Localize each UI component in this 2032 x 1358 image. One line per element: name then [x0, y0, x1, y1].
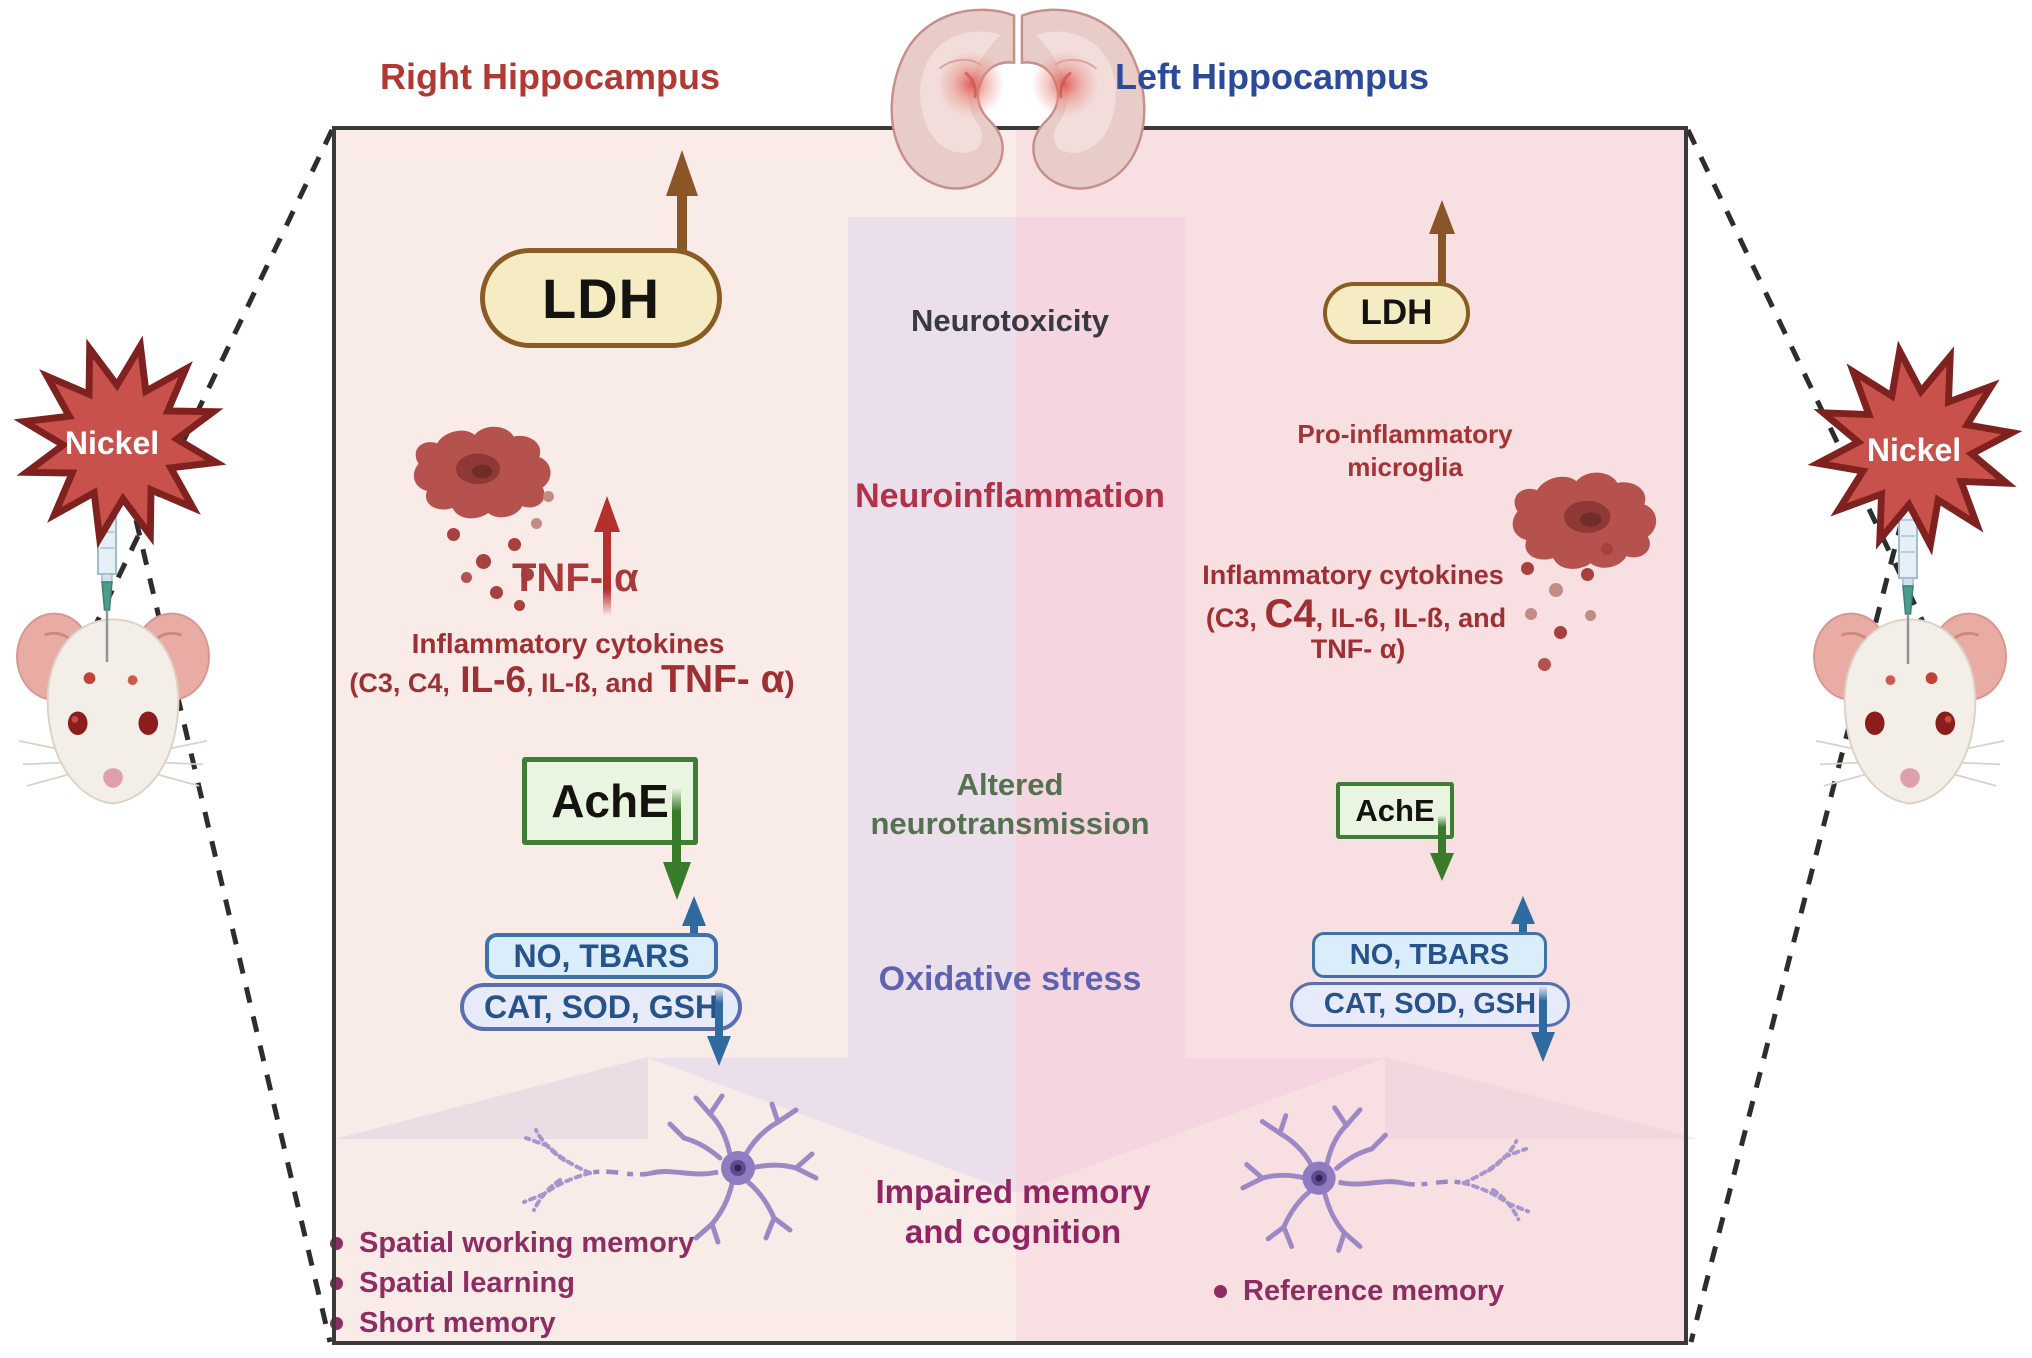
cascade-label-neuroinflammation: Neuroinflammation [855, 477, 1165, 515]
ache-box: AchE [522, 757, 698, 845]
down-arrow-icon [1430, 815, 1454, 881]
cytokine-dot [1585, 610, 1596, 621]
up-arrow-icon [1429, 200, 1455, 330]
cytokine-dot [514, 600, 525, 611]
cytokine-dot [1525, 608, 1537, 620]
mouse-icon [1813, 612, 2007, 805]
cytokine-dot [521, 568, 534, 581]
cytokine-dot [1581, 568, 1594, 581]
list-item: Spatial working memory [330, 1227, 694, 1260]
microglia-icon [413, 426, 551, 519]
cytokine-dot [1601, 543, 1613, 555]
right-hippocampus-title: Right Hippocampus [380, 56, 720, 97]
cytokine-dot [531, 518, 542, 529]
memory-deficit-list: Reference memory [1214, 1275, 1504, 1308]
dashed-line [94, 128, 335, 624]
brain-icon [890, 8, 1146, 190]
cytokines-title: Inflammatory cytokines [411, 628, 725, 659]
neuron-icon [522, 1093, 819, 1245]
cytokines-list: (C3, C4, IL-6, IL-ß, and [1205, 592, 1507, 636]
ldh-pill: LDH [1323, 282, 1470, 344]
cascade-label-altered-neurotransmission: Altered neurotransmission [870, 767, 1150, 841]
cytokine-dot [1554, 626, 1567, 639]
down-arrow-icon [663, 788, 691, 900]
cascade-label-oxidative-stress: Oxidative stress [878, 960, 1142, 998]
mouse-icon [16, 612, 210, 805]
cytokine-dot [476, 554, 491, 569]
bullet-icon [1214, 1285, 1227, 1298]
left-hippocampus-title: Left Hippocampus [1114, 56, 1430, 97]
ache-label: AchE [551, 775, 669, 827]
down-arrow-icon [707, 988, 731, 1066]
tnf-alpha-label: α [614, 556, 639, 600]
nickel-starburst [13, 335, 227, 549]
tnf-alpha-label: TNF- [512, 556, 604, 600]
cat-sod-gsh-pill: CAT, SOD, GSH [460, 983, 742, 1031]
cytokine-dot [1538, 658, 1551, 671]
cat-sod-gsh-pill: CAT, SOD, GSH [1290, 982, 1570, 1027]
down-arrow-icon [1531, 986, 1555, 1062]
pro-inflammatory-microglia-label: Pro-inflammatory microglia [1297, 419, 1513, 482]
cytokine-dot [461, 572, 472, 583]
cytokine-dot [490, 586, 503, 599]
cytokine-dot [1521, 562, 1534, 575]
ldh-label: LDH [1360, 293, 1433, 332]
ache-box: AchE [1336, 782, 1454, 839]
up-arrow-icon [594, 496, 620, 616]
cascade-arrow-shaft [848, 217, 1016, 1058]
cascade-label-impaired-memory: Impaired memory and cognition [875, 1173, 1151, 1250]
cytokines-list: TNF- α) [1310, 634, 1406, 664]
cytokine-dot [508, 538, 521, 551]
microglia-icon [1512, 472, 1657, 569]
cytokines-list: (C3, C4, IL-6, IL-ß, and TNF- α) [349, 658, 795, 701]
cascade-label-neurotoxicity: Neurotoxicity [910, 303, 1110, 338]
cytokine-dot [447, 528, 460, 541]
nickel-starburst [1807, 340, 2023, 556]
ldh-pill: LDH [480, 248, 722, 348]
list-item: Spatial learning [330, 1267, 694, 1300]
ache-label: AchE [1355, 792, 1435, 828]
no-tbars-pill: NO, TBARS [485, 933, 718, 979]
dashed-line [1688, 519, 1905, 1343]
nickel-label: Nickel [64, 425, 160, 461]
cytokines-title: Inflammatory cytokines [1202, 560, 1504, 590]
cytokine-dot [1549, 583, 1563, 597]
no-tbars-pill: NO, TBARS [1312, 932, 1547, 978]
cytokine-dot [543, 491, 554, 502]
nickel-label: Nickel [1866, 432, 1962, 468]
dashed-line [133, 519, 333, 1343]
main-box-border [332, 126, 1688, 1345]
neuron-icon [1240, 1105, 1531, 1253]
ldh-label: LDH [541, 266, 661, 330]
list-item: Reference memory [1214, 1275, 1504, 1308]
cascade-arrow-shaft [1016, 217, 1185, 1058]
